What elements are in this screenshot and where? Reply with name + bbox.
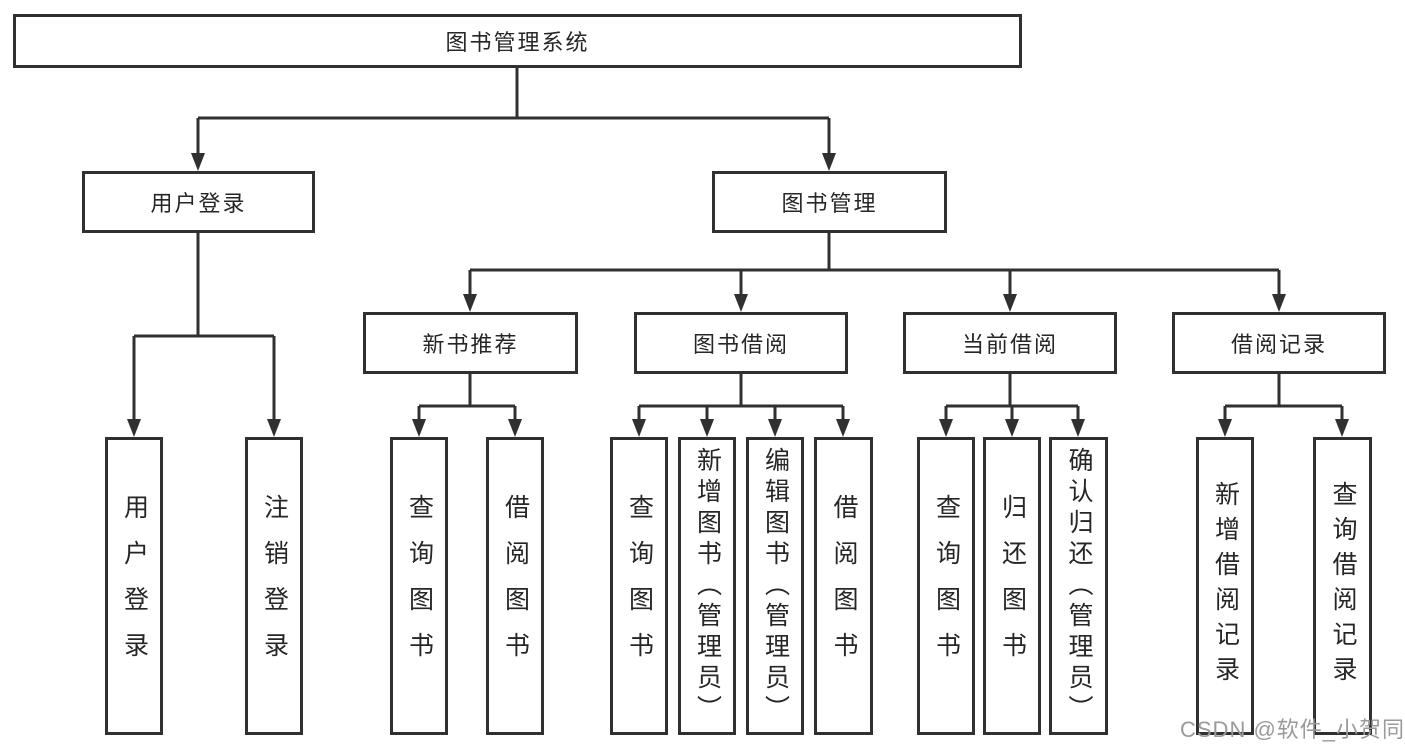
connector-borrow-record: [1218, 374, 1349, 437]
node-root-label: 图书管理系统: [445, 30, 590, 55]
leaf-query-book-recommend: 查询图书: [390, 437, 448, 735]
connector-current-borrow: [939, 374, 1085, 437]
node-user-login: 用户登录: [82, 171, 315, 233]
node-borrow-record-label: 借阅记录: [1230, 332, 1327, 357]
leaf-borrow-book-recommend-label: 借阅图书: [501, 494, 530, 678]
connector-root: [191, 68, 836, 171]
node-user-login-label: 用户登录: [150, 191, 247, 216]
node-current-borrow-label: 当前借阅: [961, 332, 1058, 357]
node-book-management-label: 图书管理: [781, 191, 878, 216]
leaf-borrow-book-recommend: 借阅图书: [486, 437, 544, 735]
leaf-user-login-label: 用户登录: [120, 494, 149, 678]
leaf-logout: 注销登录: [245, 437, 303, 735]
leaf-query-book-current: 查询图书: [917, 437, 975, 735]
leaf-query-book-borrow: 查询图书: [610, 437, 668, 735]
connector-book-borrow: [632, 374, 850, 437]
node-book-borrow-label: 图书借阅: [692, 332, 789, 357]
leaf-add-book-admin: 新增图书（管理员）: [678, 437, 736, 735]
node-borrow-record: 借阅记录: [1172, 312, 1386, 374]
leaf-query-borrow-record-label: 查询借阅记录: [1329, 481, 1357, 691]
leaf-confirm-return-admin: 确认归还（管理员）: [1049, 437, 1108, 735]
csdn-watermark: CSDN @软件_小贺同学: [1180, 717, 1405, 742]
leaf-return-book-label: 归还图书: [998, 494, 1027, 678]
node-new-book-recommend-label: 新书推荐: [422, 332, 519, 357]
node-root: 图书管理系统: [13, 14, 1022, 68]
leaf-query-borrow-record: 查询借阅记录: [1313, 437, 1372, 735]
leaf-add-borrow-record: 新增借阅记录: [1196, 437, 1254, 735]
leaf-return-book: 归还图书: [983, 437, 1041, 735]
leaf-confirm-return-admin-label: 确认归还（管理员）: [1065, 446, 1093, 726]
node-current-borrow: 当前借阅: [903, 312, 1117, 374]
leaf-user-login: 用户登录: [105, 437, 163, 735]
leaf-logout-label: 注销登录: [260, 494, 289, 678]
node-new-book-recommend: 新书推荐: [363, 312, 578, 374]
node-book-borrow: 图书借阅: [634, 312, 848, 374]
leaf-add-book-admin-label: 新增图书（管理员）: [693, 446, 722, 726]
connector-new-book-recommend: [412, 374, 522, 437]
leaf-add-borrow-record-label: 新增借阅记录: [1211, 481, 1240, 691]
node-book-management: 图书管理: [712, 171, 947, 233]
connector-user-login: [127, 233, 281, 437]
leaf-edit-book-admin-label: 编辑图书（管理员）: [761, 446, 790, 726]
leaf-borrow-book-label: 借阅图书: [830, 494, 858, 678]
leaf-borrow-book: 借阅图书: [814, 437, 873, 735]
leaf-query-book-recommend-label: 查询图书: [405, 494, 434, 678]
leaf-edit-book-admin: 编辑图书（管理员）: [746, 437, 804, 735]
leaf-query-book-current-label: 查询图书: [932, 494, 961, 678]
leaf-query-book-borrow-label: 查询图书: [625, 494, 654, 678]
connector-book-management: [463, 233, 1286, 312]
